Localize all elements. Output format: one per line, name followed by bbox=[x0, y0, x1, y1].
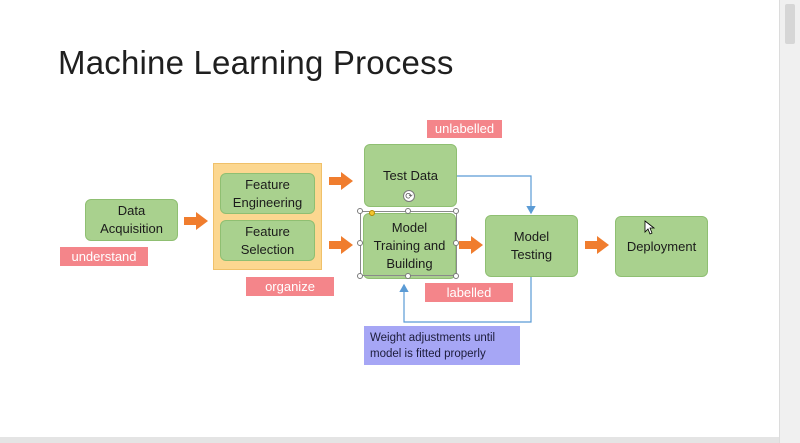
resize-handle-n[interactable] bbox=[405, 208, 411, 214]
unlabelled-tag[interactable]: unlabelled bbox=[427, 120, 502, 138]
unlabelled-tag-label: unlabelled bbox=[434, 121, 495, 136]
resize-handle-se[interactable] bbox=[453, 273, 459, 279]
labelled-tag[interactable]: labelled bbox=[425, 283, 513, 302]
arrow-icon bbox=[184, 212, 208, 230]
model-training-label: Model Training and Building bbox=[373, 220, 446, 271]
feature-selection-label: Feature Selection bbox=[240, 223, 295, 257]
slide-canvas[interactable]: Machine Learning Process Data Acquisitio… bbox=[0, 0, 779, 437]
organize-tag-label: organize bbox=[265, 278, 315, 294]
feature-selection-box[interactable]: Feature Selection bbox=[220, 220, 315, 261]
scrollbar-thumb[interactable] bbox=[785, 4, 795, 44]
resize-handle-nw[interactable] bbox=[357, 208, 363, 214]
arrow-icon bbox=[585, 236, 609, 254]
test-data-connector bbox=[457, 175, 536, 215]
test-data-label: Test Data bbox=[383, 167, 438, 183]
rotate-icon[interactable]: ⟳ bbox=[403, 190, 415, 202]
organize-tag[interactable]: organize bbox=[246, 277, 334, 296]
weight-adjustment-note[interactable]: Weight adjustments until model is fitted… bbox=[364, 326, 520, 365]
slide-bottom-edge bbox=[0, 437, 779, 443]
understand-tag-label: understand bbox=[71, 248, 137, 264]
resize-handle-w[interactable] bbox=[357, 240, 363, 246]
feature-engineering-label: Feature Engineering bbox=[232, 176, 303, 210]
weight-adjustment-note-text: Weight adjustments until model is fitted… bbox=[370, 332, 496, 360]
feedback-connector bbox=[399, 277, 532, 323]
deployment-box[interactable]: Deployment bbox=[615, 216, 708, 277]
selection-frame bbox=[360, 211, 457, 276]
cursor-icon bbox=[644, 220, 656, 235]
resize-handle-e[interactable] bbox=[453, 240, 459, 246]
model-testing-box[interactable]: Model Testing bbox=[485, 215, 578, 277]
model-training-box[interactable]: Model Training and Building bbox=[363, 213, 456, 279]
resize-handle-sw[interactable] bbox=[357, 273, 363, 279]
arrow-icon bbox=[459, 236, 483, 254]
vertical-scrollbar[interactable] bbox=[779, 0, 800, 443]
resize-handle-s[interactable] bbox=[405, 273, 411, 279]
data-acquisition-box[interactable]: Data Acquisition bbox=[85, 199, 178, 241]
arrow-icon bbox=[329, 236, 353, 254]
feature-engineering-box[interactable]: Feature Engineering bbox=[220, 173, 315, 214]
data-acquisition-label: Data Acquisition bbox=[100, 203, 163, 236]
arrow-icon bbox=[329, 172, 353, 190]
resize-handle-ne[interactable] bbox=[453, 208, 459, 214]
model-testing-label: Model Testing bbox=[510, 229, 553, 262]
slide-title[interactable]: Machine Learning Process bbox=[58, 44, 454, 81]
connector-lines bbox=[399, 175, 536, 323]
deployment-label: Deployment bbox=[626, 238, 697, 254]
labelled-tag-label: labelled bbox=[446, 284, 492, 300]
adjust-handle[interactable] bbox=[369, 210, 375, 216]
understand-tag[interactable]: understand bbox=[60, 247, 148, 266]
